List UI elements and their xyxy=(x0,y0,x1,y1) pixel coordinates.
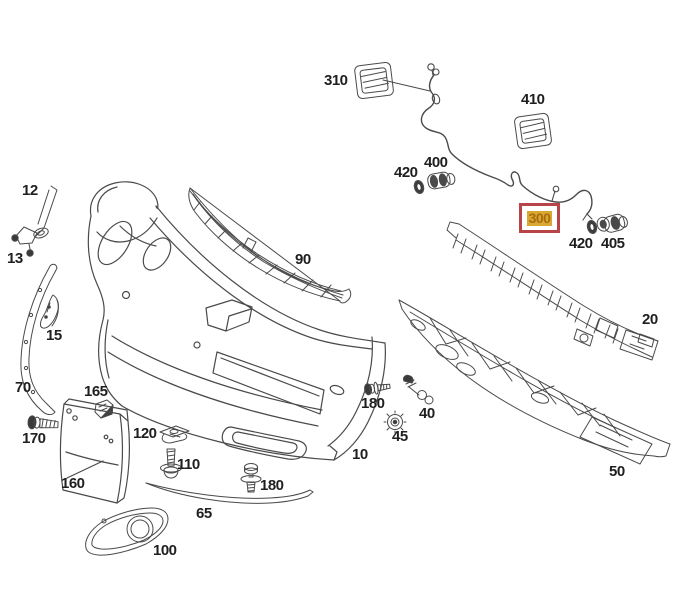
part-410-clip-drawing xyxy=(514,112,552,150)
part-65-trim-strip-drawing xyxy=(145,482,314,504)
part-label-180-bottom[interactable]: 180 xyxy=(260,477,284,494)
part-label-400[interactable]: 400 xyxy=(424,154,448,171)
part-405-sensor-drawing xyxy=(596,213,628,233)
part-label-420-lower[interactable]: 420 xyxy=(569,235,593,252)
part-label-420-upper[interactable]: 420 xyxy=(394,164,418,181)
part-90-grille-drawing xyxy=(188,187,352,304)
part-50-lower-panel-drawing xyxy=(398,299,671,465)
part-20-impact-absorber-drawing xyxy=(446,221,659,361)
part-label-165[interactable]: 165 xyxy=(84,383,108,400)
leader-line-310 xyxy=(382,79,431,92)
part-110-screw-drawing xyxy=(160,448,182,479)
part-300-wiring-harness-drawing xyxy=(420,63,593,221)
part-400-sensor-drawing xyxy=(427,171,456,190)
part-label-170[interactable]: 170 xyxy=(22,430,46,447)
part-180-screw-bottom-drawing xyxy=(240,463,262,493)
part-420-seal-lower-drawing xyxy=(586,219,598,235)
part-420-seal-upper-drawing xyxy=(413,180,425,194)
part-label-65[interactable]: 65 xyxy=(196,505,212,522)
part-15-bracket-drawing xyxy=(40,294,59,329)
part-label-50[interactable]: 50 xyxy=(609,463,625,480)
part-160-license-plate-base-drawing xyxy=(59,398,131,504)
part-label-410[interactable]: 410 xyxy=(521,91,545,108)
part-45-grommet-drawing xyxy=(383,410,407,434)
part-label-70[interactable]: 70 xyxy=(15,379,31,396)
part-label-180-right[interactable]: 180 xyxy=(361,395,385,412)
part-label-15[interactable]: 15 xyxy=(46,327,62,344)
part-310-clip-drawing xyxy=(354,61,394,99)
part-180-screw-right-drawing xyxy=(364,381,391,396)
part-120-clip-nut-drawing xyxy=(159,425,190,444)
part-100-fog-lamp-bezel-drawing xyxy=(85,507,169,556)
part-13-bracket-drawing xyxy=(11,226,38,257)
part-70-trim-strip-drawing xyxy=(20,263,58,415)
part-label-405[interactable]: 405 xyxy=(601,235,625,252)
part-label-40[interactable]: 40 xyxy=(419,405,435,422)
highlighted-part-number: 300 xyxy=(526,209,553,226)
part-label-120[interactable]: 120 xyxy=(133,425,157,442)
part-label-13[interactable]: 13 xyxy=(7,250,23,267)
part-170-screw-drawing xyxy=(27,415,59,430)
part-40-rivet-drawing xyxy=(403,374,434,405)
part-label-45[interactable]: 45 xyxy=(392,428,408,445)
part-label-160[interactable]: 160 xyxy=(61,475,85,492)
part-label-300-highlighted[interactable]: 300 xyxy=(519,203,560,233)
part-165-clip-drawing xyxy=(94,399,114,419)
part-label-100[interactable]: 100 xyxy=(153,542,177,559)
part-12-bracket-drawing xyxy=(33,185,58,239)
part-label-110[interactable]: 110 xyxy=(177,456,200,473)
part-label-90[interactable]: 90 xyxy=(295,251,311,268)
part-10-bumper-cover-drawing xyxy=(87,181,386,461)
part-label-12[interactable]: 12 xyxy=(22,182,38,199)
part-label-20[interactable]: 20 xyxy=(642,311,658,328)
part-label-10[interactable]: 10 xyxy=(352,446,368,463)
part-label-310[interactable]: 310 xyxy=(324,72,348,89)
